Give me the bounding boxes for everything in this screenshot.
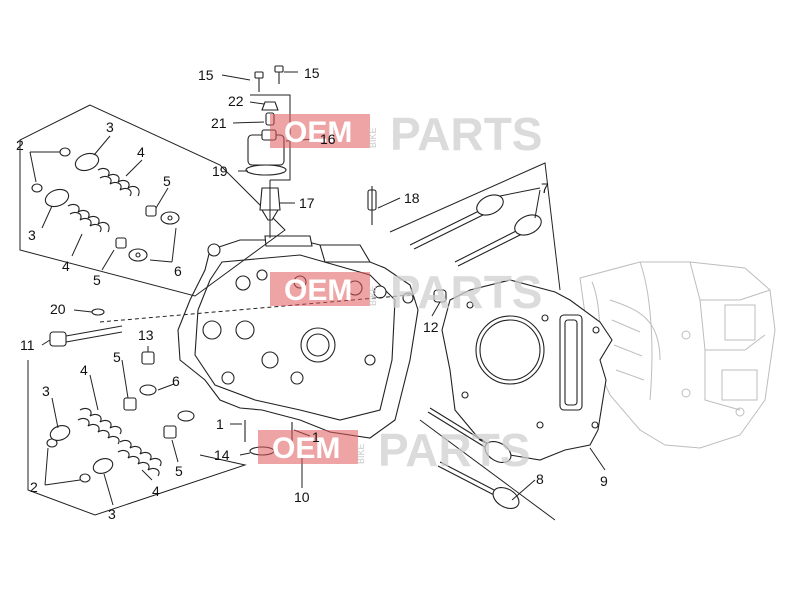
callout-13: 13: [138, 327, 154, 343]
valve-frame-upper: [389, 162, 561, 291]
callout-21: 21: [211, 115, 227, 131]
lower-valve-group-frame: [27, 360, 247, 516]
top-small-parts: [245, 65, 377, 238]
callout-4-upper-left: 4: [62, 258, 70, 274]
cylinder-head: [177, 235, 419, 439]
callout-3-lower: 3: [108, 506, 116, 522]
watermark-oem-top: OEM: [284, 116, 352, 149]
watermark-bike-bottom: BIKE: [356, 443, 366, 464]
callout-3-upper-left: 3: [28, 227, 36, 243]
callout-12: 12: [423, 319, 439, 335]
callout-14: 14: [214, 447, 230, 463]
watermark-oem-mid: OEM: [284, 274, 352, 307]
callout-22: 22: [228, 93, 244, 109]
leader-lines: [29, 71, 606, 506]
upper-valve-components: [31, 147, 180, 262]
watermark-bike-top: BIKE: [368, 127, 378, 148]
callout-17: 17: [299, 195, 315, 211]
callout-19: 19: [212, 163, 228, 179]
callout-3-lower-top: 3: [42, 383, 50, 399]
callout-9: 9: [600, 473, 608, 489]
callout-7: 7: [541, 180, 549, 196]
watermark-box-mid: [270, 272, 370, 306]
callout-4-lower-top: 4: [80, 362, 88, 378]
callout-6-upper: 6: [174, 263, 182, 279]
callout-4-upper: 4: [137, 144, 145, 160]
watermark-oem-bottom: OEM: [272, 432, 340, 465]
upper-valve-group-frame: [19, 104, 286, 297]
callout-15-right: 15: [304, 65, 320, 81]
callout-10: 10: [294, 489, 310, 505]
cylinder-base-gasket: [441, 279, 613, 461]
callout-labels: 15 15 22 21 16 19 17 18 7 2 3 4 5 3 4 5 …: [16, 65, 608, 522]
cylinder-ghost: [579, 261, 776, 449]
watermark-parts-bottom: PARTS: [378, 424, 531, 476]
callout-15-left: 15: [198, 67, 214, 83]
callout-1-left: 1: [216, 416, 224, 432]
callout-5-lower-top: 5: [113, 349, 121, 365]
callout-1-right: 1: [312, 429, 320, 445]
valves: [409, 194, 542, 510]
callout-18: 18: [404, 190, 420, 206]
callout-6-lower: 6: [172, 373, 180, 389]
callout-16: 16: [320, 131, 336, 147]
watermark-box-top: [270, 114, 370, 148]
callout-5-upper: 5: [163, 173, 171, 189]
callout-5-lower: 5: [175, 463, 183, 479]
watermark-bike-mid: BIKE: [368, 285, 378, 306]
watermark-parts-top: PARTS: [390, 108, 543, 160]
valve-frame-lower: [419, 419, 556, 521]
lower-valve-components: [46, 351, 195, 483]
callout-2-upper: 2: [16, 137, 24, 153]
callout-2-lower: 2: [30, 479, 38, 495]
watermark: OEM BIKE PARTS OEM BIKE PARTS OEM BIKE P…: [258, 108, 543, 476]
callout-20: 20: [50, 301, 66, 317]
watermark-parts-mid: PARTS: [390, 266, 543, 318]
callout-4-lower: 4: [152, 483, 160, 499]
watermark-box-bottom: [258, 430, 358, 464]
callout-8: 8: [536, 471, 544, 487]
callout-11: 11: [20, 337, 35, 353]
callout-5-upper-left: 5: [93, 272, 101, 288]
callout-3-upper: 3: [106, 119, 114, 135]
